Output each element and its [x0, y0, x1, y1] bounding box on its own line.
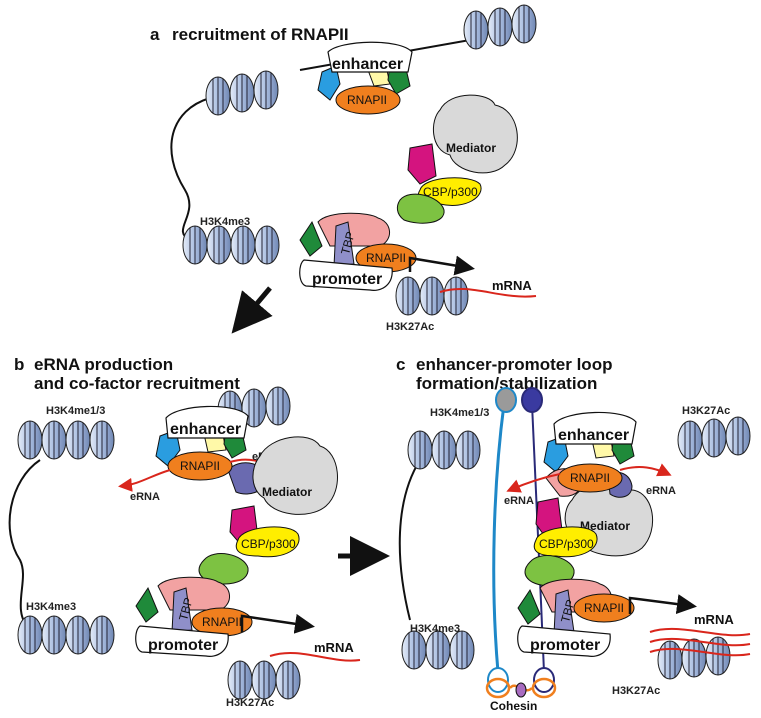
erna-label: eRNA	[504, 495, 534, 507]
mrna-label: mRNA	[314, 640, 354, 655]
erna-arrow	[619, 463, 672, 477]
mrna-strand	[439, 288, 537, 298]
panel-a-letter: a	[150, 25, 160, 44]
panel-c-title-line1: enhancer-promoter loop	[416, 355, 612, 374]
promoter-label: promoter	[530, 637, 600, 654]
enhancer-label: enhancer	[558, 427, 629, 444]
transcription-arrow	[240, 613, 315, 634]
h3k4me3-label: H3K4me3	[26, 601, 76, 613]
transcription-arrow	[408, 255, 475, 276]
mrna-label: mRNA	[492, 278, 532, 293]
promoter-complex-b: TBP RNAPII promoter	[135, 576, 253, 657]
h3k4me3-label: H3K4me3	[200, 216, 250, 228]
h3k27ac-label: H3K27Ac	[682, 405, 730, 417]
mediator-complex-b: Mediator CBP/p300	[198, 436, 338, 585]
mediator-complex-c: Mediator RNAPII CBP/p300	[524, 463, 654, 587]
panel-c-letter: c	[396, 355, 405, 374]
mrna-strand	[649, 638, 751, 647]
h3k27ac-label: H3K27Ac	[386, 321, 434, 333]
panel-c-title-line2: formation/stabilization	[416, 374, 597, 393]
mrna-strand	[649, 628, 751, 637]
tbp-label: TBP	[558, 598, 578, 624]
rnapii-label: RNAPII	[347, 93, 387, 107]
rnapii-label: RNAPII	[584, 601, 624, 615]
dna-strand	[398, 459, 421, 621]
h3k27ac-label: H3K27Ac	[226, 697, 274, 709]
panel-a: a recruitment of RNAPII enhancer RNAPII …	[150, 4, 537, 334]
enhancer-label: enhancer	[170, 421, 241, 438]
mediator-label: Mediator	[262, 485, 312, 499]
rnapii-label: RNAPII	[366, 251, 406, 265]
enhancer-complex-a: enhancer RNAPII	[317, 41, 413, 115]
erna-label: eRNA	[646, 485, 676, 497]
panel-b: b eRNA production and co-factor recruitm…	[8, 355, 390, 709]
rnapii-label: RNAPII	[180, 459, 220, 473]
cbp-label: CBP/p300	[423, 185, 478, 199]
enhancer-label: enhancer	[332, 56, 403, 73]
panel-b-title-line2: and co-factor recruitment	[34, 374, 240, 393]
cbp-label: CBP/p300	[241, 537, 296, 551]
mrna-strand	[649, 648, 751, 657]
enhancer-complex-b: enhancer RNAPII	[155, 405, 267, 495]
cohesin-ring	[485, 387, 557, 699]
promoter-complex-a: TBP RNAPII promoter	[299, 212, 417, 291]
h3k4me3-label: H3K4me3	[410, 623, 460, 635]
h3k4me13-label: H3K4me1/3	[46, 405, 105, 417]
cohesin-label: Cohesin	[490, 699, 537, 713]
panel-c: c enhancer-promoter loop formation/stabi…	[396, 355, 751, 713]
enhancer-complex-c: enhancer	[543, 411, 637, 473]
rnapii-label: RNAPII	[570, 471, 610, 485]
erna-arrow	[118, 469, 171, 492]
erna-label: eRNA	[130, 491, 160, 503]
dna-strand	[8, 459, 41, 631]
promoter-label: promoter	[148, 637, 218, 654]
mrna-label: mRNA	[694, 612, 734, 627]
tbp-label: TBP	[338, 230, 358, 256]
transcription-arrow	[628, 594, 697, 614]
h3k27ac-label: H3K27Ac	[612, 685, 660, 697]
mediator-label: Mediator	[446, 141, 496, 155]
tbp-label: TBP	[176, 596, 196, 622]
dna-strand	[170, 97, 211, 241]
panel-b-title-line1: eRNA production	[34, 355, 173, 374]
mrna-strand	[269, 651, 361, 662]
cbp-label: CBP/p300	[539, 537, 594, 551]
mediator-complex-a: Mediator CBP/p300	[396, 94, 518, 224]
promoter-complex-c: TBP RNAPII promoter	[517, 578, 635, 657]
panel-a-title: recruitment of RNAPII	[172, 25, 349, 44]
rnapii-label: RNAPII	[202, 615, 242, 629]
panel-b-letter: b	[14, 355, 24, 374]
h3k4me13-label: H3K4me1/3	[430, 407, 489, 419]
flow-arrow	[231, 286, 273, 334]
promoter-label: promoter	[312, 271, 382, 288]
mediator-label: Mediator	[580, 519, 630, 533]
erna-arrow	[506, 473, 561, 493]
